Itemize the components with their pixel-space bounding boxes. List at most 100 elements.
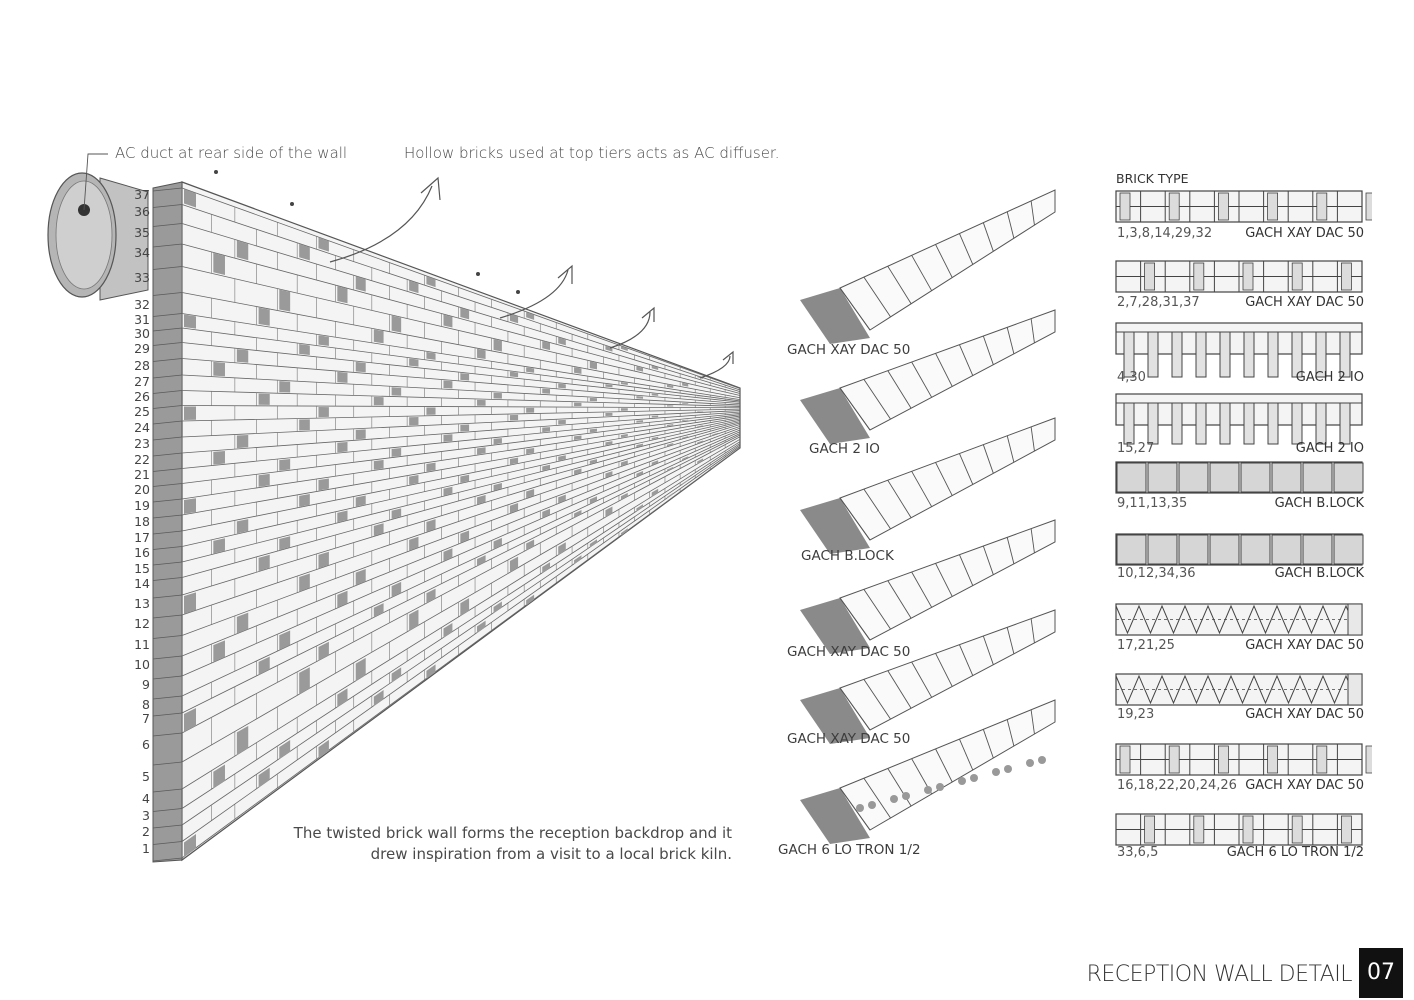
wall-course-line [181,427,741,636]
wall-course-line [181,292,741,399]
wall-row-number: 10 [134,657,150,672]
wall-brick-void [460,424,470,432]
brick-module-drawing [800,609,1056,744]
wall-brick-void [589,539,598,548]
wall-brick-void [337,688,348,708]
wall-row-number: 32 [134,297,150,312]
wall-brick-void [258,393,270,405]
wall-brick-void [409,280,419,294]
wall-brick-void [213,450,225,465]
brick-type-name: GACH XAY DAC 50 [1245,707,1364,722]
wall-brick-void [493,601,502,614]
wall-brick-void [318,237,329,252]
wall-row-number: 5 [142,769,150,784]
wall-brick-void [493,392,502,399]
brick-type-elevation [1115,533,1364,566]
wall-brick-void [526,489,535,499]
wall-brick-void [651,415,659,418]
wall-brick-void [299,243,310,261]
wall-brick-void [526,367,535,373]
brick-type-elevation [1115,603,1363,636]
wall-brick-void [443,434,453,442]
wall-row-number: 19 [134,498,150,513]
wall-brick-void [493,339,502,352]
wall-brick-void [712,447,718,452]
brick-type-elevations [1115,190,1372,846]
wall-brick-void [651,460,659,466]
wall-brick-void [409,417,419,426]
wall-brick-void [279,536,291,551]
wall-brick-void [712,420,718,422]
brick-type-heading: BRICK TYPE [1116,171,1189,186]
wall-brick-void [426,462,436,472]
brick-type-rows: 15,27 [1117,441,1155,456]
wall-brick-void [460,474,470,483]
brick-type-rows: 1,3,8,14,29,32 [1117,226,1213,241]
wall-brick-void [236,612,249,634]
wall-brick-void [697,396,704,398]
wall-brick-void [391,508,402,520]
wall-row-number: 15 [134,561,150,576]
wall-brick-void [355,657,366,682]
wall-brick-void [318,407,329,418]
wall-brick-void [620,528,628,536]
wall-brick-void [605,441,613,446]
wall-brick-void [337,286,348,304]
brick-type-rows: 33,6,5 [1117,845,1159,860]
wall-course-line [181,418,741,532]
wall-course-line [181,243,741,394]
wall-brick-void [443,380,453,389]
wall-brick-void [184,834,196,857]
wall-courses [152,187,741,862]
wall-course-line [181,415,741,500]
wall-row-number: 17 [134,530,150,545]
brick-type-name: GACH XAY DAC 50 [1245,778,1364,793]
wall-brick-void [236,434,249,449]
wall-course-line [181,421,741,563]
brick-wall-drawing [47,153,741,863]
wall-brick-void [697,410,704,412]
wall-brick-void [258,554,270,572]
wall-row-number: 28 [134,358,150,373]
wall-brick-void [318,335,329,346]
wall-course-line [181,431,741,677]
wall-brick-void [391,315,402,333]
brick-type-rows: 10,12,34,36 [1117,566,1196,581]
wall-brick-void [426,407,436,415]
wall-brick-void [589,361,598,370]
wall-brick-pattern [181,188,726,858]
wall-brick-void [355,495,366,507]
wall-brick-void [620,492,628,501]
hollow-bricks-label: Hollow bricks used at top tiers acts as … [404,144,780,162]
wall-row-number: 20 [134,482,150,497]
brick-type-elevation [1115,393,1363,445]
wall-brick-void [526,594,535,606]
wall-brick-void [299,494,310,507]
wall-brick-void [279,289,291,312]
brick-type-name: GACH 6 LO TRON 1/2 [1226,845,1364,860]
wall-brick-void [542,340,551,351]
wall-brick-void [712,432,718,436]
wall-brick-void [213,764,225,789]
wall-course-line [181,187,741,389]
wall-brick-void [542,464,551,471]
wall-brick-void [318,739,329,759]
brick-type-rows: 19,23 [1117,707,1155,722]
brick-type-elevation [1115,461,1364,494]
wall-brick-void [682,479,689,485]
wall-row-number: 30 [134,326,150,341]
wall-brick-void [605,345,613,352]
wall-brick-void [697,440,704,444]
module-label-6: GACH 6 LO TRON 1/2 [778,842,921,858]
wall-brick-void [636,366,644,372]
wall-brick-void [477,555,486,566]
wall-row-number: 3 [142,808,150,823]
wall-course-line [181,411,741,454]
ac-duct-label: AC duct at rear side of the wall [115,144,348,162]
wall-brick-void [605,412,613,417]
wall-brick-void [443,548,453,562]
module-label-3: GACH B.LOCK [801,548,894,564]
wall-course-line [181,425,741,616]
wall-brick-void [258,473,270,487]
wall-row-number: 26 [134,389,150,404]
